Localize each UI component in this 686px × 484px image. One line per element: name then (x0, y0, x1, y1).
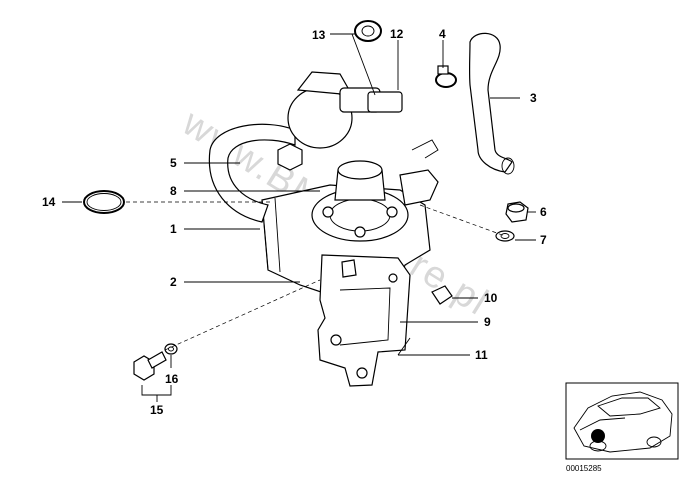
callout-14: 14 (42, 195, 56, 209)
callout-12: 12 (390, 27, 404, 41)
callout-15: 15 (150, 403, 164, 417)
callout-3: 3 (530, 91, 537, 105)
reference-number: 00015285 (566, 464, 602, 473)
callout-4: 4 (439, 27, 446, 41)
callout-2: 2 (170, 275, 177, 289)
callout-11: 11 (475, 348, 488, 362)
vacuum-hose-loop (208, 123, 296, 223)
callout-16: 16 (165, 372, 179, 386)
callout-5: 5 (170, 156, 177, 170)
hex-nut (277, 143, 303, 171)
vacuum-hose (468, 32, 513, 173)
o-ring (83, 190, 125, 214)
callout-13: 13 (312, 28, 326, 42)
callout-1: 1 (170, 222, 177, 236)
callout-labels: 13 12 4 3 5 8 14 1 2 6 7 10 9 11 16 15 (42, 27, 547, 417)
side-fitting (399, 169, 439, 206)
callout-7: 7 (540, 233, 547, 247)
hose-clamp (435, 65, 457, 88)
washer (164, 343, 178, 355)
vehicle-location-inset (565, 382, 679, 460)
location-marker (591, 429, 605, 443)
leader-lines (62, 33, 536, 402)
callout-8: 8 (170, 184, 177, 198)
valve-neck (296, 71, 354, 96)
screw-plug (505, 201, 529, 223)
pump-assembly (208, 71, 439, 387)
mounting-bracket (317, 254, 411, 387)
callout-10: 10 (484, 291, 498, 305)
seal-ring (495, 230, 515, 242)
cap (431, 285, 453, 305)
sealing-washer (354, 20, 382, 42)
hex-bolt (133, 351, 167, 381)
valve-plug (367, 91, 403, 113)
callout-9: 9 (484, 315, 491, 329)
callout-6: 6 (540, 205, 547, 219)
